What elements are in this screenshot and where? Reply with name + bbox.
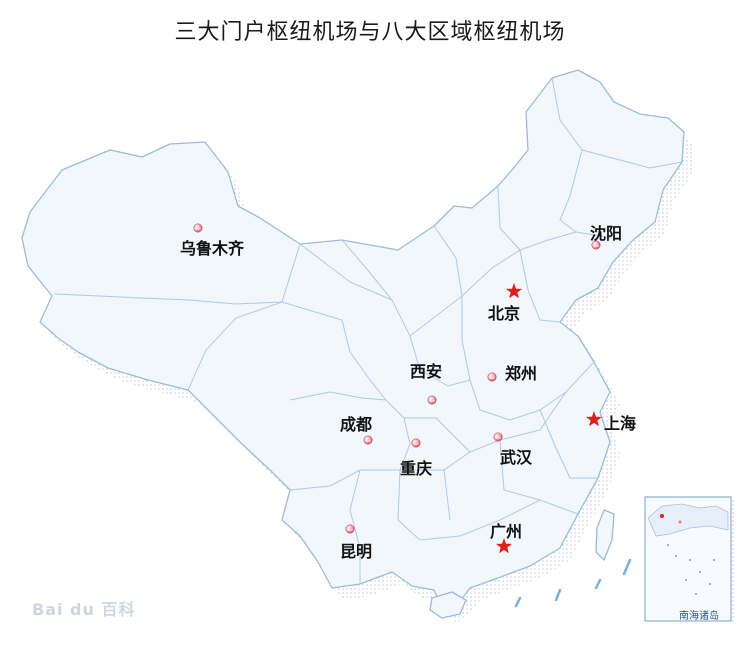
- beijing-star-icon: [505, 283, 523, 299]
- city-label-shenyang: 沈阳: [590, 224, 623, 243]
- city-label-beijing: 北京: [488, 304, 521, 323]
- shenyang-dot-icon: [591, 240, 601, 250]
- city-label-wuhan: 武汉: [500, 448, 533, 467]
- guangzhou-star-icon: [495, 538, 513, 554]
- city-label-shanghai: 上海: [604, 414, 637, 433]
- city-label-urumqi: 乌鲁木齐: [180, 239, 245, 258]
- shanghai-star-icon: [585, 411, 603, 427]
- taiwan-island: [595, 509, 615, 562]
- city-label-chengdu: 成都: [340, 415, 373, 434]
- china-mainland: [21, 69, 685, 613]
- city-label-guangzhou: 广州: [490, 522, 523, 541]
- hainan-island: [429, 591, 467, 619]
- xian-dot-icon: [427, 395, 437, 405]
- wuhan-dot-icon: [493, 432, 503, 442]
- map-title: 三大门户枢纽机场与八大区域枢纽机场: [174, 20, 566, 45]
- city-label-xian: 西安: [410, 362, 443, 381]
- city-label-chongqing: 重庆: [400, 459, 433, 478]
- kunming-dot-icon: [345, 524, 355, 534]
- zhengzhou-dot-icon: [487, 372, 497, 382]
- province-borders: [53, 77, 683, 584]
- sea-boundary-dashes: [514, 558, 632, 608]
- inset-label-south-china-sea: 南海诸岛: [679, 611, 719, 622]
- chengdu-dot-icon: [363, 435, 373, 445]
- baidu-watermark: Bai du 百科: [32, 600, 136, 619]
- chongqing-dot-icon: [411, 438, 421, 448]
- city-label-zhengzhou: 郑州: [505, 364, 538, 383]
- city-label-kunming: 昆明: [340, 542, 373, 561]
- urumqi-dot-icon: [193, 223, 203, 233]
- south-china-sea-inset: [644, 496, 734, 624]
